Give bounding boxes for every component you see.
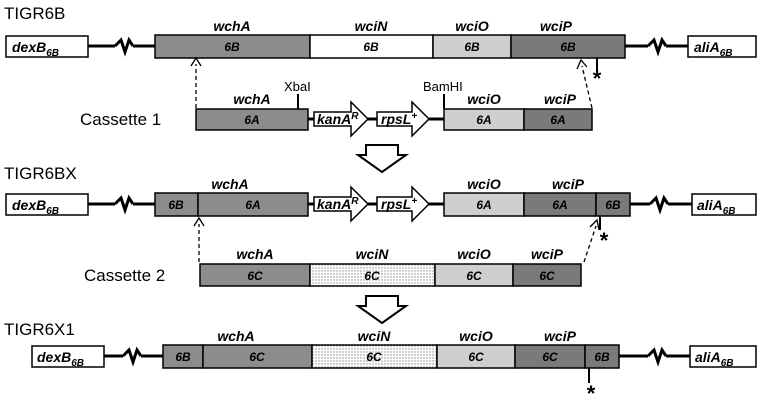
segment-label: 6C xyxy=(468,350,484,364)
mutation-mark: * xyxy=(587,381,596,406)
transformation-arrow-2 xyxy=(354,295,410,325)
gene-label: wchA xyxy=(211,176,248,192)
dexb-label: dexB6B xyxy=(12,39,59,59)
segment-label: 6C xyxy=(364,269,380,283)
recombination-arrows-1 xyxy=(190,56,593,109)
cassette2: 6C 6C 6C 6C wchA wciN wciO wciP xyxy=(199,246,582,287)
rpsl-marker-arrow xyxy=(376,100,431,138)
segment-label: 6B xyxy=(594,350,610,364)
gene-label: wciP xyxy=(544,328,577,344)
alia-label: aliA6B xyxy=(695,349,733,369)
gene-label: wciP xyxy=(544,91,577,107)
gene-label: wciO xyxy=(467,91,501,107)
wcip-6b-segment xyxy=(510,34,626,59)
mutation-mark: * xyxy=(600,228,609,253)
wcip-6b-segment xyxy=(584,344,620,369)
dexb-label: dexB6B xyxy=(37,349,84,369)
break-mark-right xyxy=(648,194,670,215)
dexb-label: dexB6B xyxy=(12,197,59,217)
kana-label: kanAR xyxy=(317,196,359,212)
segment-label: 6A xyxy=(552,198,567,212)
wcha-6a-segment xyxy=(197,192,309,217)
break-mark-left xyxy=(121,346,143,367)
wcip-6a-segment xyxy=(523,108,593,131)
segment-label: 6C xyxy=(466,269,482,283)
xbai-site-label: XbaI xyxy=(284,79,311,94)
segment-label: 6B xyxy=(168,198,184,212)
segment-label: 6C xyxy=(366,350,382,364)
wcip-6b-segment xyxy=(595,192,631,217)
break-mark-left xyxy=(113,36,135,57)
gene-label: wciO xyxy=(459,328,493,344)
row-label-tigr6bx: TIGR6BX xyxy=(4,164,77,183)
segment-label: 6A xyxy=(245,198,260,212)
gene-label: wciN xyxy=(358,328,392,344)
segment-label: 6B xyxy=(175,350,191,364)
row-label-cassette1: Cassette 1 xyxy=(80,110,161,129)
segment-label: 6B xyxy=(464,40,480,54)
segment-label: 6B xyxy=(605,198,621,212)
segment-label: 6C xyxy=(542,350,558,364)
row-label-tigr6x1: TIGR6X1 xyxy=(4,320,75,339)
tigr6bx-locus: dexB6B aliA6B 6B 6A 6A 6A 6B kanAR rpsL+… xyxy=(5,176,757,253)
row-label-tigr6b: TIGR6B xyxy=(4,4,65,23)
dexb-6b-box xyxy=(5,193,89,216)
wcha-6a-segment xyxy=(195,108,309,131)
segment-label: 6A xyxy=(550,113,565,127)
gene-label: wciO xyxy=(457,246,491,262)
alia-label: aliA6B xyxy=(697,197,735,217)
segment-label: 6C xyxy=(249,350,265,364)
alia-label: aliA6B xyxy=(694,39,732,59)
alia-6b-box xyxy=(691,193,757,216)
segment-label: 6C xyxy=(247,269,263,283)
gene-label: wciO xyxy=(467,176,501,192)
gene-label: wchA xyxy=(233,91,270,107)
dexb-6b-box xyxy=(5,35,89,58)
segment-label: 6A xyxy=(476,198,491,212)
kana-label: kanAR xyxy=(317,111,359,127)
break-mark-right xyxy=(646,346,668,367)
row-label-cassette2: Cassette 2 xyxy=(84,266,165,285)
alia-6b-box xyxy=(689,345,757,368)
bamhi-site-label: BamHI xyxy=(423,79,463,94)
break-mark-left xyxy=(113,194,135,215)
wcip-6c-segment xyxy=(512,263,582,287)
alia-6b-box xyxy=(687,35,757,58)
gene-label: wciN xyxy=(356,246,390,262)
gene-label: wciP xyxy=(531,246,564,262)
gene-label: wciO xyxy=(455,18,489,34)
tigr6x1-locus: dexB6B aliA6B 6B 6C 6C 6C 6C 6B wchA wci… xyxy=(31,328,757,406)
recombination-arrows-2 xyxy=(193,216,600,263)
segment-label: 6C xyxy=(539,269,555,283)
segment-label: 6A xyxy=(476,113,491,127)
segment-label: 6B xyxy=(560,40,576,54)
gene-label: wchA xyxy=(213,18,250,34)
gene-label: wciN xyxy=(355,18,389,34)
dexb-6b-box xyxy=(31,345,105,368)
gene-label: wchA xyxy=(217,328,254,344)
tigr6b-locus: dexB6B aliA6B 6B 6B 6B 6B wchA wciN wciO… xyxy=(5,18,757,91)
kana-marker-arrow xyxy=(313,100,370,138)
gene-label: wchA xyxy=(236,246,273,262)
gene-label: wciP xyxy=(540,18,573,34)
rpsl-marker-arrow xyxy=(376,185,431,223)
transformation-arrow-1 xyxy=(354,144,410,174)
segment-label: 6A xyxy=(244,113,259,127)
rpsl-label: rpsL+ xyxy=(381,111,417,127)
break-mark-right xyxy=(646,36,668,57)
gene-label: wciP xyxy=(552,176,585,192)
kana-marker-arrow xyxy=(313,185,370,223)
cassette1: XbaI BamHI 6A 6A 6A kanAR rpsL+ wchA wci… xyxy=(195,79,593,138)
segment-label: 6B xyxy=(224,40,240,54)
rpsl-label: rpsL+ xyxy=(381,196,417,212)
mutation-mark: * xyxy=(593,66,602,91)
segment-label: 6B xyxy=(363,40,379,54)
